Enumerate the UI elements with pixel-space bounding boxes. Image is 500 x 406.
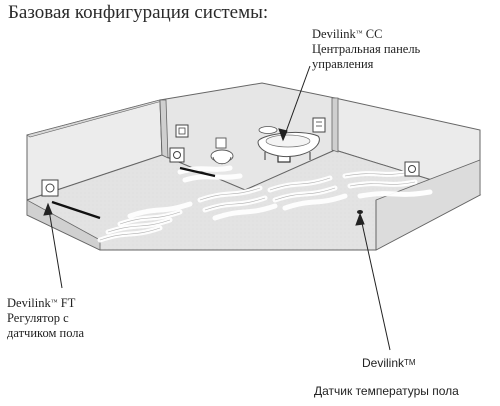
partition-wall-right [331,97,339,153]
pointer-arrows [43,65,391,351]
central-panel-label: Devilink™ CC Центральная панель управлен… [312,27,420,72]
thermostat-icon [404,161,420,177]
cc-brand: Devilink [312,27,356,41]
partition-wall-left [159,99,169,159]
sensor-label-desc: Датчик температуры пола [314,384,459,398]
cc-line3: управления [312,57,374,71]
sensor-cable-middle [179,166,216,178]
page-title: Базовая конфигурация системы: [8,2,269,23]
cc-trademark: ™ [355,29,363,37]
thermostat-icon [41,179,59,197]
ft-trademark: ™ [50,298,58,306]
sensor-label-brand: DevilinkTM [362,356,416,371]
washbasin-icon [258,126,278,134]
ft-line3: датчиком пола [7,326,85,340]
toilet-icon [210,137,234,165]
thermostat-icon [312,117,326,133]
ft-model: FT [60,296,76,310]
ft-line2: Регулятор с [7,311,69,325]
sensor-cable-left [51,200,101,220]
thermostat-label: Devilink™ FT Регулятор с датчиком пола [7,296,84,341]
floor-sensor-icon [357,210,363,214]
sensor-trademark: TM [404,358,416,367]
thermostat-icon [169,147,185,163]
cc-line2: Центральная панель [312,42,421,56]
bathtub-icon [257,131,320,160]
cc-model: CC [365,27,383,41]
ft-brand: Devilink [7,296,51,310]
sensor-brand: Devilink [362,356,405,370]
thermostat-icon [175,124,189,138]
